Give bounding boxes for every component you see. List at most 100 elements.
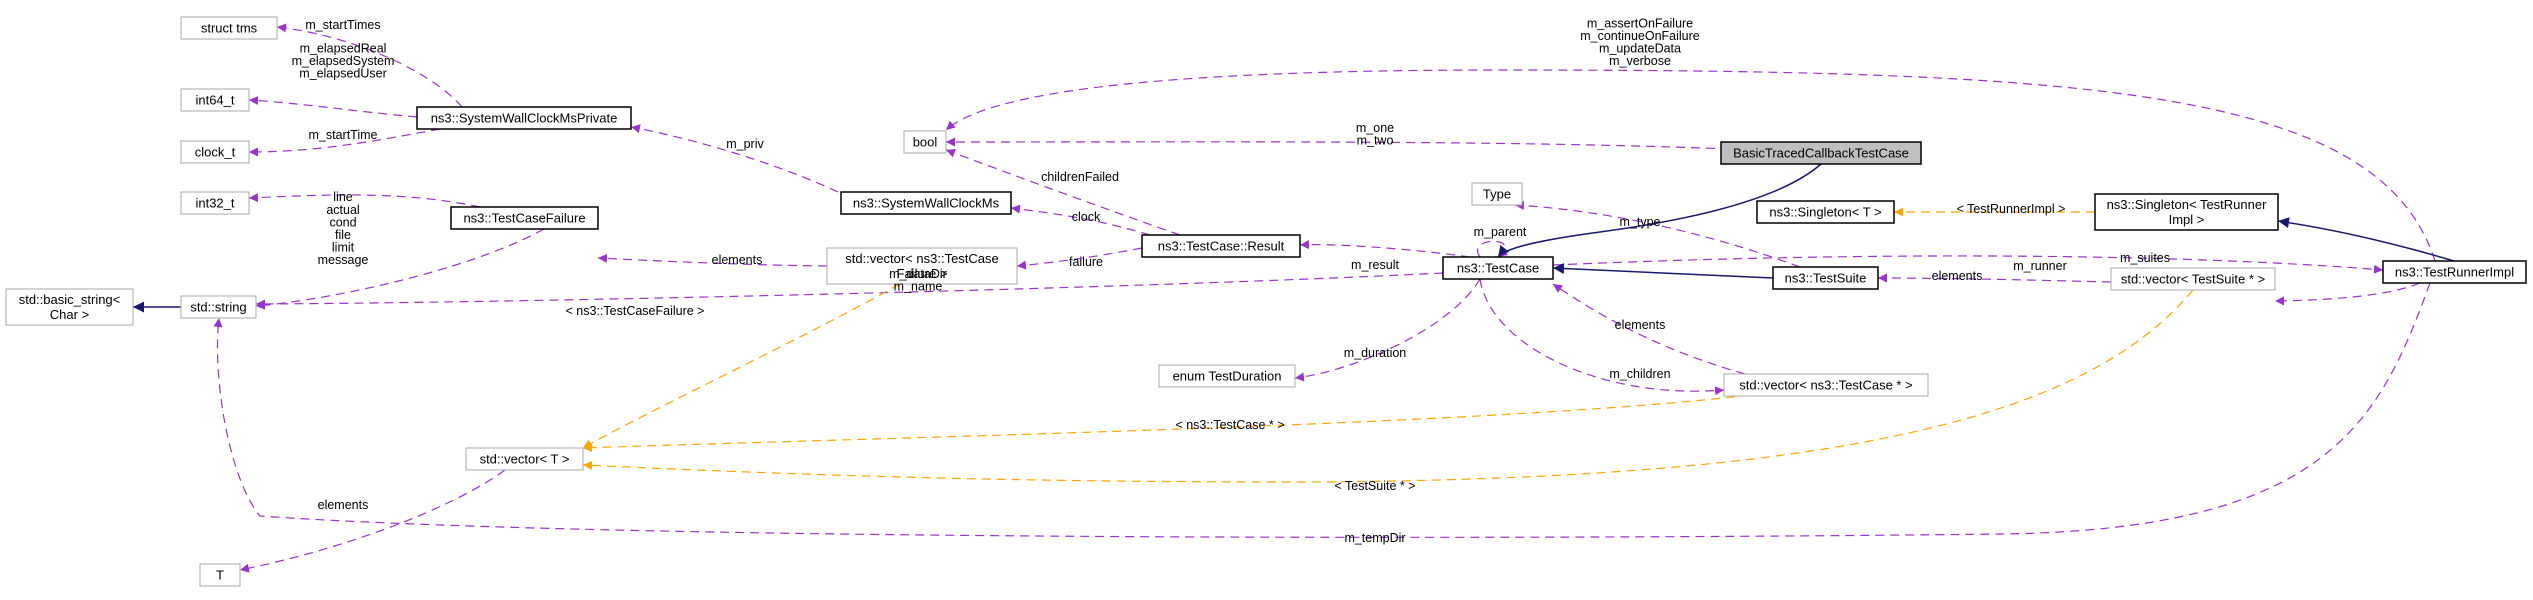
class-node-singleton-test-runner-impl[interactable]: ns3::Singleton< TestRunnerImpl >	[2094, 193, 2279, 231]
usage-edge	[1294, 278, 1481, 382]
edge-label-testsuiteptr-tpl: < TestSuite * >	[1334, 479, 1415, 493]
class-node-t[interactable]: T	[199, 563, 241, 587]
edge-path	[213, 282, 2431, 538]
node-label: ns3::TestCase::Result	[1158, 239, 1285, 254]
edge-label-text: m_result	[1351, 258, 1399, 272]
class-node-vector-test-case-failure[interactable]: std::vector< ns3::TestCaseFailure >	[826, 247, 1018, 285]
class-node-int64-t[interactable]: int64_t	[180, 88, 250, 112]
class-node-std-string[interactable]: std::string	[180, 295, 257, 319]
class-node-enum-test-duration[interactable]: enum TestDuration	[1158, 364, 1296, 388]
node-box	[1723, 373, 1929, 397]
node-box	[416, 106, 632, 130]
node-label: std::basic_string<	[19, 292, 121, 307]
class-node-basic-string[interactable]: std::basic_string<Char >	[5, 288, 134, 326]
edge-path	[1497, 163, 1822, 258]
edge-label-failure: failure	[1069, 255, 1103, 269]
edge-label-text: m_duration	[1344, 346, 1407, 360]
edge-label-text: m_priv	[726, 137, 764, 151]
class-node-test-case-result[interactable]: ns3::TestCase::Result	[1141, 234, 1301, 258]
node-box	[180, 140, 250, 164]
class-node-clock-t[interactable]: clock_t	[180, 140, 250, 164]
inheritance-edge	[1552, 263, 1774, 279]
node-label: Char >	[50, 307, 89, 322]
usage-edge	[945, 69, 2436, 262]
node-label: Impl >	[2169, 212, 2205, 227]
edge-label-m-start-time: m_startTime	[309, 128, 378, 142]
node-box	[2382, 260, 2527, 284]
edge-path	[582, 289, 2194, 483]
edge-label-text: < TestSuite * >	[1334, 479, 1415, 493]
edge-label-text: m_tempDir	[1344, 531, 1405, 545]
edge-label-m-runner: m_runner	[2013, 259, 2067, 273]
edge-label-text: m_elapsedReal	[300, 42, 387, 56]
class-node-test-suite[interactable]: ns3::TestSuite	[1772, 266, 1879, 290]
edge-path	[2274, 282, 2421, 306]
class-node-struct-tms[interactable]: struct tms	[180, 16, 278, 40]
class-node-system-wall-clock-ms-private[interactable]: ns3::SystemWallClockMsPrivate	[416, 106, 632, 130]
usage-edge	[1479, 278, 1725, 396]
node-box	[1720, 141, 1922, 165]
node-label: int32_t	[195, 196, 234, 211]
usage-edge	[1299, 240, 1471, 258]
edge-label-text: limit	[332, 241, 355, 255]
usage-edge	[597, 253, 828, 267]
class-node-vector-test-case-ptr[interactable]: std::vector< ns3::TestCase * >	[1723, 373, 1929, 397]
node-box	[1141, 234, 1301, 258]
node-label: std::vector< ns3::TestCase	[845, 251, 999, 266]
node-box	[180, 16, 278, 40]
node-label: Failure >	[897, 266, 948, 281]
node-label: ns3::SystemWallClockMsPrivate	[431, 111, 618, 126]
edge-label-m-children: m_children	[1609, 367, 1670, 381]
edge-label-text: m_parent	[1474, 225, 1527, 239]
edge-label-text: actual	[326, 203, 359, 217]
usage-edge	[1552, 283, 1746, 375]
class-node-std-vector-t[interactable]: std::vector< T >	[465, 447, 584, 471]
edge-label-text: m_dataDir	[889, 267, 947, 281]
edge-path	[582, 394, 1751, 453]
edge-path	[945, 69, 2436, 262]
edge-label-m-suites: m_suites	[2120, 251, 2170, 265]
class-node-bool[interactable]: bool	[903, 130, 947, 154]
edge-label-text: m_type	[1620, 215, 1661, 229]
node-label: ns3::TestCaseFailure	[463, 211, 585, 226]
edge-path	[255, 228, 545, 310]
edge-label-text: < ns3::TestCase * >	[1175, 418, 1284, 432]
node-label: bool	[913, 135, 938, 150]
edge-path	[276, 23, 463, 108]
usage-edge	[248, 193, 481, 208]
class-node-type[interactable]: Type	[1471, 182, 1523, 206]
node-label: int64_t	[195, 93, 234, 108]
edge-label-text: m_assertOnFailure	[1587, 16, 1693, 30]
class-node-test-case-failure[interactable]: ns3::TestCaseFailure	[450, 206, 599, 230]
edge-label-text: childrenFailed	[1041, 170, 1119, 184]
edge-path	[1552, 263, 1774, 279]
usage-edge	[630, 124, 839, 193]
edge-label-text: cond	[329, 216, 356, 230]
edge-label-text: m_suites	[2120, 251, 2170, 265]
class-node-singleton-t[interactable]: ns3::Singleton< T >	[1756, 200, 1895, 224]
template-instance-edge	[582, 283, 901, 449]
edge-path	[945, 148, 1181, 236]
edge-label-text: m_verbose	[1609, 54, 1671, 68]
class-node-basic-traced-callback-test-case[interactable]: BasicTracedCallbackTestCase	[1720, 141, 1922, 165]
usage-edge	[248, 128, 441, 157]
class-node-system-wall-clock-ms[interactable]: ns3::SystemWallClockMs	[840, 191, 1012, 215]
node-box	[1158, 364, 1296, 388]
class-node-int32-t[interactable]: int32_t	[180, 191, 250, 215]
edge-label-assert-fields: m_assertOnFailurem_continueOnFailurem_up…	[1580, 16, 1700, 68]
edge-label-text: elements	[712, 253, 763, 267]
edge-path	[1479, 278, 1725, 396]
edge-label-elements-failure: elements	[712, 253, 763, 267]
edge-path	[582, 283, 901, 449]
class-node-vector-test-suite-ptr[interactable]: std::vector< TestSuite * >	[2110, 267, 2276, 291]
node-label: std::vector< ns3::TestCase * >	[1739, 378, 1912, 393]
edge-label-clock: clock	[1072, 210, 1101, 224]
class-node-test-runner-impl[interactable]: ns3::TestRunnerImpl	[2382, 260, 2527, 284]
class-node-test-case[interactable]: ns3::TestCase	[1442, 256, 1554, 280]
node-box	[180, 295, 257, 319]
usage-edge	[1016, 247, 1143, 270]
usage-edge	[255, 228, 545, 310]
edge-path	[239, 469, 506, 573]
